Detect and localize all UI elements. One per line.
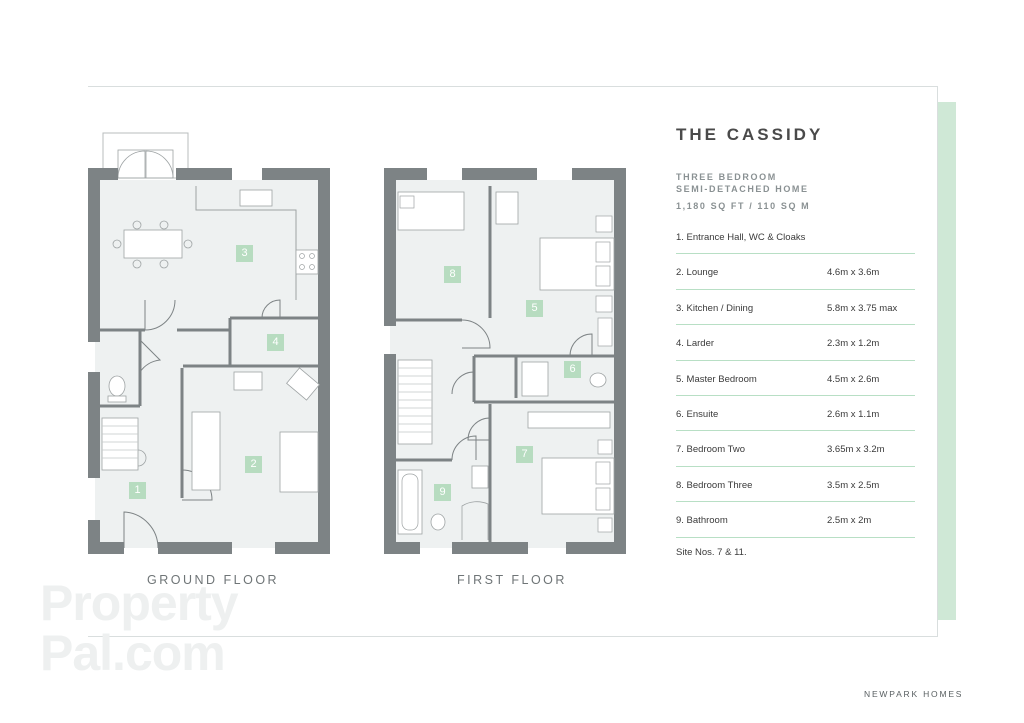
room-name: 5. Master Bedroom bbox=[676, 373, 757, 385]
room-number-3: 3 bbox=[236, 245, 253, 262]
subtitle-line-1: THREE BEDROOM bbox=[676, 172, 777, 182]
house-subtitle: THREE BEDROOM SEMI-DETACHED HOME bbox=[676, 171, 809, 195]
subtitle-line-2: SEMI-DETACHED HOME bbox=[676, 184, 809, 194]
room-number-2: 2 bbox=[245, 456, 262, 473]
site-note: Site Nos. 7 & 11. bbox=[676, 547, 747, 558]
room-row: 1. Entrance Hall, WC & Cloaks bbox=[676, 219, 915, 255]
frame-bottom-line bbox=[88, 636, 938, 637]
room-row: 8. Bedroom Three 3.5m x 2.5m bbox=[676, 467, 915, 503]
room-size: 3.65m x 3.2m bbox=[827, 444, 885, 456]
watermark: Property Pal.com bbox=[40, 575, 239, 681]
room-size: 4.6m x 3.6m bbox=[827, 267, 880, 279]
room-schedule: 1. Entrance Hall, WC & Cloaks 2. Lounge … bbox=[676, 219, 915, 538]
brand-name: NEWPARK HOMES bbox=[864, 689, 964, 699]
room-row: 4. Larder 2.3m x 1.2m bbox=[676, 325, 915, 361]
room-row: 6. Ensuite 2.6m x 1.1m bbox=[676, 396, 915, 432]
room-size: 4.5m x 2.6m bbox=[827, 373, 880, 385]
room-row: 7. Bedroom Two 3.65m x 3.2m bbox=[676, 431, 915, 467]
room-name: 2. Lounge bbox=[676, 267, 719, 279]
frame-top-line bbox=[88, 86, 938, 87]
first-floor-plan bbox=[384, 168, 626, 554]
room-size: 2.3m x 1.2m bbox=[827, 338, 880, 350]
house-title: THE CASSIDY bbox=[676, 125, 824, 144]
frame-right-line bbox=[937, 86, 938, 637]
room-name: 3. Kitchen / Dining bbox=[676, 302, 754, 314]
room-number-1: 1 bbox=[129, 482, 146, 499]
room-number-7: 7 bbox=[516, 446, 533, 463]
room-name: 8. Bedroom Three bbox=[676, 479, 753, 491]
room-number-6: 6 bbox=[564, 361, 581, 378]
room-row: 2. Lounge 4.6m x 3.6m bbox=[676, 254, 915, 290]
room-name: 9. Bathroom bbox=[676, 515, 728, 527]
room-name: 7. Bedroom Two bbox=[676, 444, 746, 456]
room-row: 3. Kitchen / Dining 5.8m x 3.75 max bbox=[676, 290, 915, 326]
room-row: 5. Master Bedroom 4.5m x 2.6m bbox=[676, 361, 915, 396]
room-size: 5.8m x 3.75 max bbox=[827, 302, 898, 314]
room-size: 2.5m x 2m bbox=[827, 515, 872, 527]
first-floor-label: FIRST FLOOR bbox=[457, 573, 567, 587]
room-number-5: 5 bbox=[526, 300, 543, 317]
watermark-line1: Property bbox=[40, 575, 239, 631]
room-name: 6. Ensuite bbox=[676, 408, 719, 420]
room-row: 9. Bathroom 2.5m x 2m bbox=[676, 502, 915, 538]
room-size: 3.5m x 2.5m bbox=[827, 479, 880, 491]
room-name: 1. Entrance Hall, WC & Cloaks bbox=[676, 232, 806, 243]
watermark-line2: Pal.com bbox=[40, 625, 226, 681]
ground-floor-plan bbox=[88, 132, 330, 554]
room-size: 2.6m x 1.1m bbox=[827, 408, 880, 420]
room-number-4: 4 bbox=[267, 334, 284, 351]
room-number-9: 9 bbox=[434, 484, 451, 501]
accent-bar bbox=[938, 102, 956, 620]
house-area: 1,180 SQ FT / 110 SQ M bbox=[676, 201, 811, 211]
room-name: 4. Larder bbox=[676, 338, 715, 350]
room-number-8: 8 bbox=[444, 266, 461, 283]
ground-floor-label: GROUND FLOOR bbox=[147, 573, 280, 587]
